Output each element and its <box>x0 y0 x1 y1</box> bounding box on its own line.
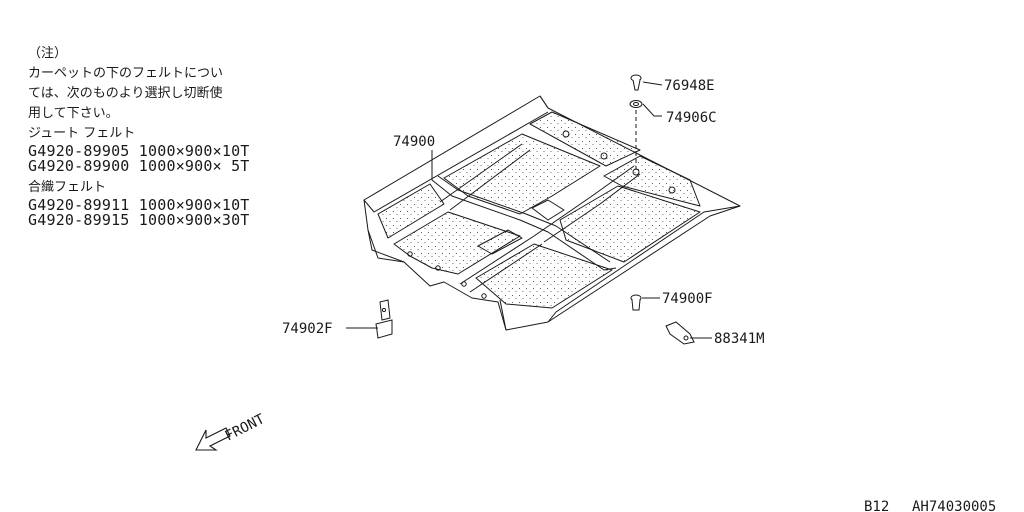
front-arrow-icon <box>195 427 231 451</box>
clip-74900f-icon <box>630 294 642 311</box>
jute-felt-part: G4920-89905 1000×900×10T <box>28 142 250 160</box>
diagram-code: AH74030005 <box>912 499 996 512</box>
clip-76948e-icon <box>630 74 642 91</box>
callout-74906c: 74906C <box>666 110 717 126</box>
synthetic-felt-part: G4920-89911 1000×900×10T <box>28 196 250 214</box>
callout-74900: 74900 <box>393 134 435 150</box>
callout-76948e: 76948E <box>664 78 715 94</box>
grommet-74906c-icon <box>629 100 643 108</box>
front-label: FRONT <box>223 411 268 445</box>
jute-felt-title: ジュート フェルト <box>28 126 136 141</box>
bracket-88341m-icon <box>665 321 695 345</box>
callout-74900f: 74900F <box>662 291 713 307</box>
note-heading: （注） <box>28 46 68 61</box>
bracket-74902f-icon <box>375 299 393 339</box>
leader-lines <box>346 81 712 339</box>
jute-felt-part: G4920-89900 1000×900× 5T <box>28 157 250 175</box>
callout-74902f: 74902F <box>282 321 333 337</box>
synthetic-felt-title: 合織フェルト <box>28 180 107 195</box>
synthetic-felt-part: G4920-89915 1000×900×30T <box>28 211 250 229</box>
leader-74906c <box>642 103 662 117</box>
page-number: B12 <box>864 499 889 512</box>
callout-88341m: 88341M <box>714 331 765 347</box>
leader-76948e <box>642 81 663 86</box>
note-line: カーペットの下のフェルトについ <box>28 66 224 81</box>
note-line: ては、次のものより選択し切断使 <box>28 86 223 101</box>
note-line: 用して下さい。 <box>28 106 119 121</box>
felt-note: （注） カーペットの下のフェルトについ ては、次のものより選択し切断使 用して下… <box>28 44 348 228</box>
floor-carpet <box>363 95 741 331</box>
